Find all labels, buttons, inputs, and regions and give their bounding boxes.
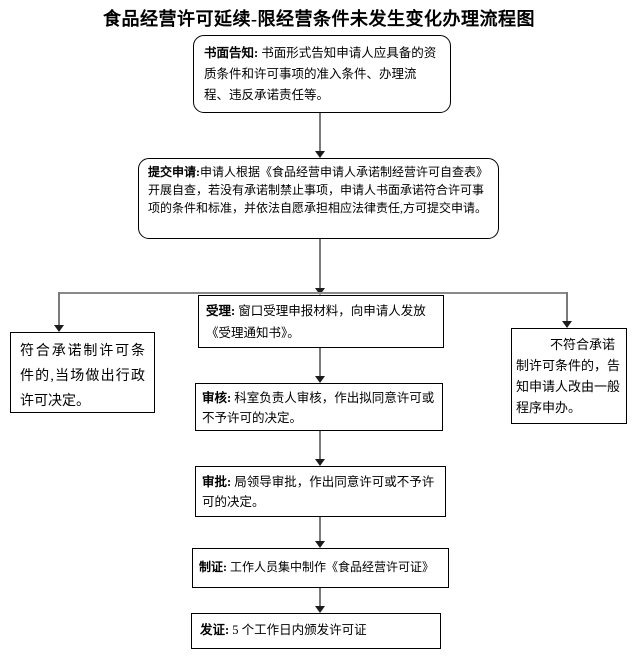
node-label: 书面告知:	[204, 46, 262, 60]
connector-produce-to-issue	[319, 588, 321, 606]
node-text: 书面形式告知申请人应具备的资质条件和许可事项的准入条件、办理流程、违反承诺责任等…	[204, 46, 437, 102]
node-approval: 审批: 局领导审批，作出同意许可或不予许可的决定。	[195, 466, 446, 517]
node-certificate-production: 制证: 工作人员集中制作《食品经营许可证》	[192, 548, 449, 588]
node-comply-decision: 符合承诺制许可条件的,当场做出行政许可决定。	[10, 332, 155, 413]
node-submit-application: 提交申请:申请人根据《食品经营申请人承诺制经营许可自查表》开展自查，若没有承诺制…	[138, 158, 499, 239]
node-noncomply-notice: 不符合承诺制许可条件的，告知申请人改由一般程序申办。	[511, 328, 627, 424]
node-text: 不符合承诺制许可条件的，告知申请人改由一般程序申办。	[516, 337, 621, 415]
node-text: 符合承诺制许可条件的,当场做出行政许可决定。	[20, 344, 145, 409]
node-text: 窗口受理申报材料，向申请人发放《受理通知书》。	[206, 304, 426, 340]
node-label: 审批:	[202, 475, 235, 489]
node-text: 5 个工作日内颁发许可证	[232, 623, 367, 637]
node-text: 局领导审批，作出同意许可或不予许可的决定。	[202, 475, 435, 509]
node-label: 受理:	[206, 304, 239, 318]
node-acceptance: 受理: 窗口受理申报材料，向申请人发放《受理通知书》。	[198, 295, 444, 348]
connector-branch-to-noncomply	[566, 292, 568, 321]
node-text: 科室负责人审核，作出拟同意许可或不予许可的决定。	[202, 391, 435, 425]
connector-approve-to-produce	[319, 517, 321, 541]
node-review: 审核: 科室负责人审核，作出拟同意许可或不予许可的决定。	[195, 383, 443, 431]
node-certificate-issuance: 发证: 5 个工作日内颁发许可证	[191, 613, 441, 649]
node-label: 发证:	[200, 623, 233, 637]
connector-notice-to-submit	[319, 112, 321, 151]
connector-submit-to-accept	[319, 239, 321, 288]
node-label: 审核:	[202, 391, 235, 405]
connector-branch-line	[59, 292, 568, 294]
node-written-notice: 书面告知: 书面形式告知申请人应具备的资质条件和许可事项的准入条件、办理流程、违…	[193, 35, 451, 113]
node-text: 申请人根据《食品经营申请人承诺制经营许可自查表》开展自查，若没有承诺制禁止事项，…	[148, 165, 489, 216]
connector-review-to-approve	[319, 431, 321, 459]
node-label: 提交申请:	[148, 165, 200, 179]
node-text: 工作人员集中制作《食品经营许可证》	[230, 560, 435, 574]
connector-accept-to-review	[319, 348, 321, 376]
node-label: 制证:	[199, 560, 230, 574]
flowchart-title: 食品经营许可延续-限经营条件未发生变化办理流程图	[103, 9, 535, 29]
connector-branch-to-comply	[58, 292, 60, 325]
